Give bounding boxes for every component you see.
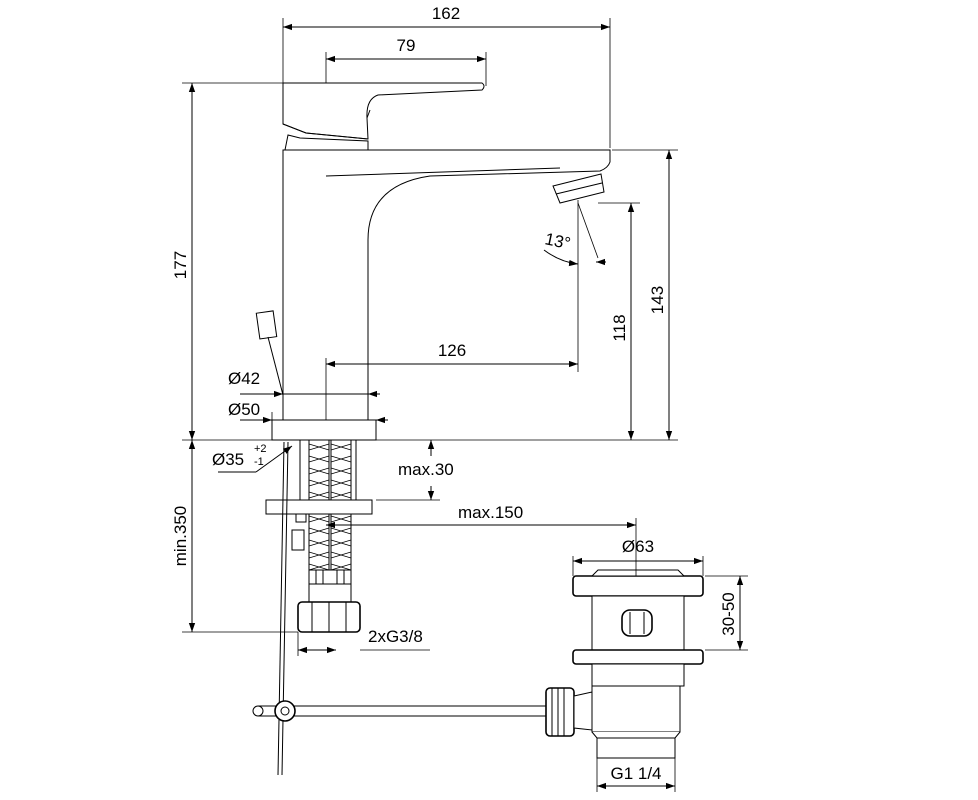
waste-valve bbox=[545, 569, 704, 759]
waste-slot bbox=[621, 609, 653, 637]
dim-waste-thread: G1 1/4 bbox=[610, 764, 661, 783]
dim-lever-length: 79 bbox=[397, 36, 416, 55]
dim-connection: 2xG3/8 bbox=[368, 627, 423, 646]
dim-angle: 13° bbox=[543, 229, 572, 253]
lever-handle bbox=[282, 82, 485, 140]
rod-clip bbox=[274, 700, 296, 722]
dim-diameter-35: Ø35 bbox=[212, 450, 244, 469]
dim-spout-height: 143 bbox=[648, 286, 667, 314]
dim-min-hose: min.350 bbox=[171, 506, 190, 566]
mounting-assembly bbox=[252, 439, 548, 776]
fixing-plate bbox=[265, 499, 373, 515]
dim-tolerance-minus: -1 bbox=[254, 456, 264, 468]
waste-cap bbox=[572, 575, 704, 597]
pop-up-rod-knob bbox=[255, 310, 278, 340]
dim-projection: 126 bbox=[438, 341, 466, 360]
faucet-body bbox=[255, 82, 611, 441]
dim-diameter-50: Ø50 bbox=[228, 400, 260, 419]
dim-outlet-height: 118 bbox=[610, 314, 629, 341]
dim-waste-range: 30-50 bbox=[719, 592, 738, 635]
waste-flange-nut bbox=[572, 649, 704, 665]
dimension-lines bbox=[182, 18, 748, 792]
base-plate bbox=[271, 419, 377, 441]
spout bbox=[282, 149, 611, 421]
dim-max-reach: max.150 bbox=[458, 503, 523, 522]
dim-max-thickness: max.30 bbox=[398, 460, 454, 479]
dimension-labels: 162 79 177 143 118 126 13° Ø42 Ø50 Ø35 +… bbox=[171, 4, 738, 783]
dim-diameter-42: Ø42 bbox=[228, 369, 260, 388]
rod-housing bbox=[545, 687, 575, 737]
dim-tolerance-plus: +2 bbox=[254, 443, 267, 455]
dim-height-total: 177 bbox=[171, 251, 190, 279]
dim-width-total: 162 bbox=[432, 4, 460, 23]
dim-waste-diameter: Ø63 bbox=[622, 537, 654, 556]
